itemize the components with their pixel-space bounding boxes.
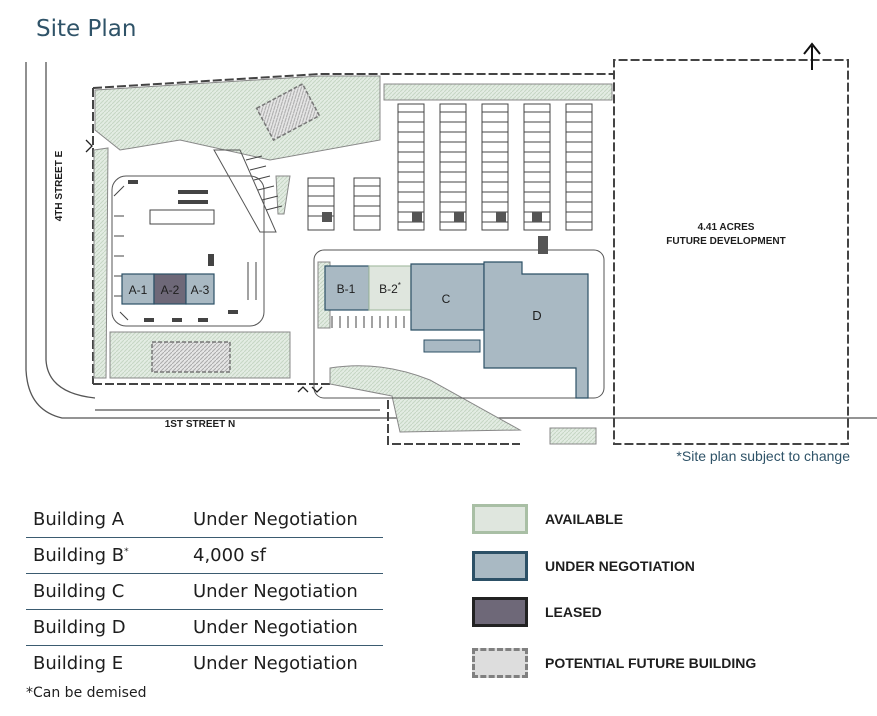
site-boundary-west [92, 88, 520, 445]
legend-item-available: AVAILABLE [472, 504, 832, 540]
building-name: Building B* [26, 537, 193, 574]
landscaping [93, 75, 613, 445]
north-arrow-icon [803, 42, 821, 70]
building-status: 4,000 sf [193, 537, 383, 574]
future-building-pad-south [151, 341, 231, 373]
legend-label: LEASED [545, 604, 602, 620]
parking-stalls [113, 103, 593, 328]
building-name: Building E [33, 653, 124, 674]
access-marker-icon [85, 139, 93, 153]
building-status: Under Negotiation [193, 502, 383, 538]
building-d-label: D [532, 308, 541, 323]
site-boundary [92, 59, 849, 445]
unit-a3[interactable] [185, 273, 215, 305]
table-row: Building C Under Negotiation [26, 573, 383, 610]
building-status: Under Negotiation [193, 573, 383, 610]
under-negotiation-swatch [472, 551, 528, 581]
future-development-acreage: 4.41 ACRES [698, 222, 755, 233]
available-swatch [472, 504, 528, 534]
unit-a1-label: A-1 [129, 283, 148, 297]
building-d[interactable] [483, 261, 589, 399]
building-c-label: C [442, 292, 451, 306]
leased-swatch [472, 597, 528, 627]
legend-label: UNDER NEGOTIATION [545, 558, 695, 574]
table-row: Building B* 4,000 sf [26, 537, 383, 574]
legend-item-future-building: POTENTIAL FUTURE BUILDING [472, 648, 832, 684]
unit-b1-label: B-1 [337, 282, 356, 296]
building-name: Building D [26, 609, 193, 646]
unit-b2-label: B-2* [379, 281, 401, 296]
site-plan-map: A-1 A-2 A-3 B-1 B-2* C D 4TH STREET E 1S… [25, 42, 877, 445]
table-row: Building D Under Negotiation [26, 609, 383, 646]
building-name: Building A [26, 502, 193, 538]
page-title: Site Plan [36, 16, 137, 42]
future-building-pad-north [255, 82, 321, 142]
legend-item-leased: LEASED [472, 597, 832, 633]
site-plan-note: *Site plan subject to change [676, 448, 850, 464]
future-building-swatch [472, 648, 528, 678]
unit-a1[interactable] [121, 273, 155, 305]
fourth-street-label: 4TH STREET E [54, 150, 65, 221]
unit-a2-label: A-2 [161, 283, 180, 297]
first-street-label: 1ST STREET N [165, 419, 236, 430]
access-marker-icon [297, 386, 323, 393]
parking-lots [111, 149, 605, 399]
building-name: Building C [26, 573, 193, 610]
building-c-annex [423, 339, 481, 353]
accessible-parking-icon [322, 212, 548, 254]
future-development-label: FUTURE DEVELOPMENT [666, 236, 785, 247]
building-status: Under Negotiation [193, 653, 358, 674]
table-row: Building A Under Negotiation [26, 502, 383, 538]
legend-item-under-negotiation: UNDER NEGOTIATION [472, 551, 832, 587]
fourth-street-road [25, 62, 877, 419]
legend-label: POTENTIAL FUTURE BUILDING [545, 655, 757, 671]
demised-footnote: *Can be demised [26, 685, 147, 701]
building-status-table: Building A Under Negotiation Building B*… [26, 502, 383, 681]
table-row: Building E Under Negotiation [26, 646, 383, 682]
legend-label: AVAILABLE [545, 511, 624, 527]
drive-thru-lane [128, 180, 238, 322]
building-status: Under Negotiation [193, 609, 383, 646]
unit-a3-label: A-3 [191, 283, 210, 297]
